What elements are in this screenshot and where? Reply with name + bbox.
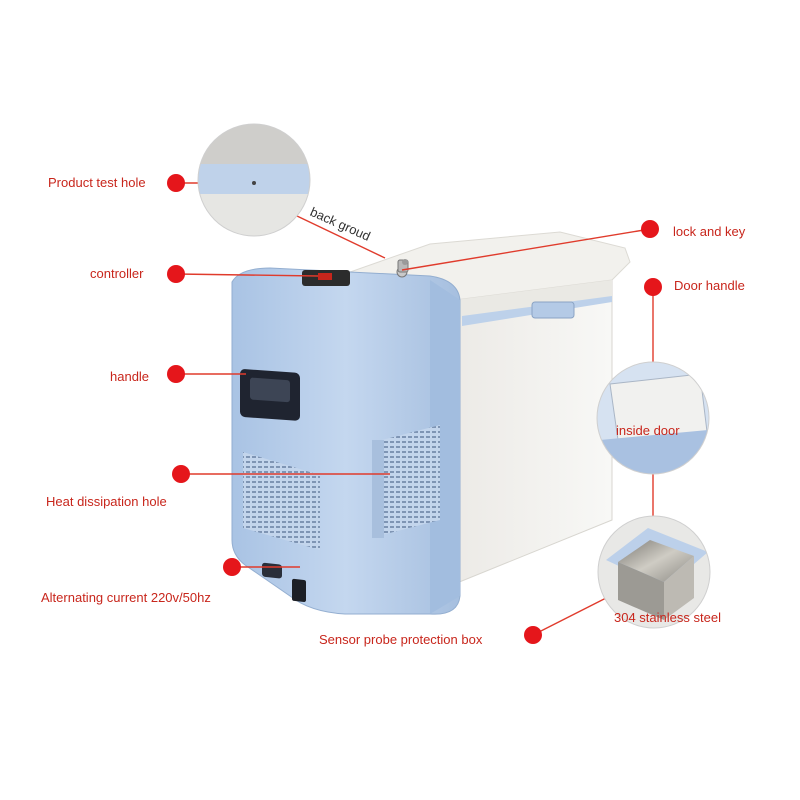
heat-vent-side xyxy=(243,452,320,550)
label-sensor-probe-protection-box: Sensor probe protection box xyxy=(319,632,483,647)
cabinet-body xyxy=(451,279,613,586)
label-lock-and-key: lock and key xyxy=(673,224,746,239)
door-handle xyxy=(531,301,575,319)
label-product-test-hole: Product test hole xyxy=(48,175,146,190)
label-handle: handle xyxy=(110,369,150,384)
detail-circle-inside-door xyxy=(596,361,710,475)
heat-vent-front xyxy=(382,425,440,535)
marker-product-test-hole xyxy=(167,174,185,192)
lock-and-key xyxy=(396,259,409,278)
connector-lines xyxy=(175,182,654,636)
detail-circle-test-hole xyxy=(197,123,311,237)
blue-unit-edge xyxy=(430,280,460,614)
label-alternating-current: Alternating current 220v/50hz xyxy=(41,590,211,605)
marker-heat-dissipation xyxy=(172,465,190,483)
freezer-unit xyxy=(231,231,631,615)
controller-display xyxy=(318,273,332,280)
detail-circle-stainless xyxy=(597,515,711,629)
marker-handle xyxy=(167,365,185,383)
markers xyxy=(167,174,662,644)
marker-door-handle xyxy=(644,278,662,296)
marker-sensor-probe xyxy=(524,626,542,644)
label-inside-door: inside door xyxy=(616,423,680,438)
power-socket xyxy=(262,562,282,579)
marker-ac-power xyxy=(223,558,241,576)
power-switch xyxy=(292,578,306,602)
label-stainless-steel: 304 stainless steel xyxy=(614,610,721,625)
marker-controller xyxy=(167,265,185,283)
label-controller: controller xyxy=(90,266,144,281)
lid-front xyxy=(455,280,612,320)
marker-lock-and-key xyxy=(641,220,659,238)
label-heat-dissipation-hole: Heat dissipation hole xyxy=(46,494,167,509)
label-door-handle: Door handle xyxy=(674,278,745,293)
